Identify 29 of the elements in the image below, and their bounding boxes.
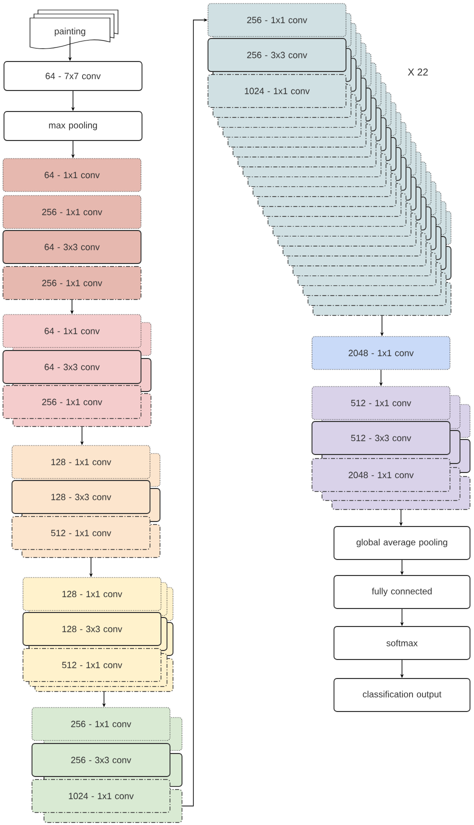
layer-box: max pooling bbox=[4, 111, 142, 141]
layer-box: 256 - 1x1 conv bbox=[208, 3, 346, 37]
layer-box: 64 - 7x7 conv bbox=[4, 61, 142, 91]
layer-box: fully connected bbox=[334, 575, 470, 609]
layer-box: 128 - 1x1 conv bbox=[22, 577, 162, 611]
layer-box: 512 - 3x3 conv bbox=[312, 421, 450, 455]
layer-box: 64 - 3x3 conv bbox=[2, 230, 142, 264]
layer-box: 256 - 1x1 conv bbox=[2, 266, 142, 300]
layer-box: 128 - 1x1 conv bbox=[12, 445, 150, 479]
layer-box: global average pooling bbox=[334, 526, 470, 560]
layer-box: 256 - 3x3 conv bbox=[208, 38, 346, 72]
layer-box: 512 - 1x1 conv bbox=[22, 648, 162, 682]
layer-box: 256 - 1x1 conv bbox=[2, 385, 142, 419]
layer-box: softmax bbox=[334, 626, 470, 660]
layer-box: 64 - 3x3 conv bbox=[2, 350, 142, 384]
layer-box: 128 - 3x3 conv bbox=[22, 612, 162, 646]
layer-box: 2048 - 1x1 conv bbox=[312, 336, 450, 370]
layer-box: 1024 - 1x1 conv bbox=[32, 779, 170, 813]
layer-box: 1024 - 1x1 conv bbox=[208, 74, 346, 108]
layer-box: 128 - 3x3 conv bbox=[12, 480, 150, 514]
layer-box: 256 - 1x1 conv bbox=[32, 707, 170, 741]
layer-box: 64 - 1x1 conv bbox=[2, 314, 142, 348]
repeat-label: X 22 bbox=[408, 68, 428, 76]
layer-box: 256 - 1x1 conv bbox=[2, 195, 142, 229]
layer-box: 512 - 1x1 conv bbox=[312, 386, 450, 420]
layer-box: 512 - 1x1 conv bbox=[12, 516, 150, 550]
layer-box: classification output bbox=[334, 678, 470, 712]
layer-box: 64 - 1x1 conv bbox=[2, 158, 142, 192]
layer-box: 256 - 3x3 conv bbox=[32, 743, 170, 777]
